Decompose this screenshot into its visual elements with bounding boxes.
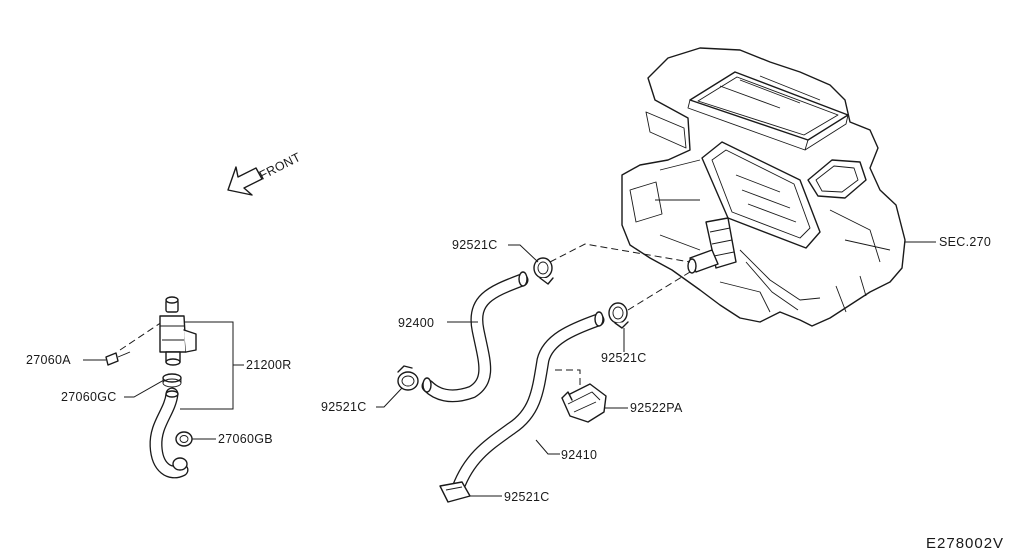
valve-hose <box>149 387 189 479</box>
front-arrow-icon <box>227 166 263 196</box>
clamp-top <box>533 257 554 285</box>
label-clamp-27060gc: 27060GC <box>61 390 117 404</box>
clamp-right-mid <box>608 302 629 329</box>
route-line-valve <box>119 321 163 351</box>
label-sec-270: SEC.270 <box>939 235 991 249</box>
label-hose-92410: 92410 <box>561 448 597 462</box>
label-clamp-right-mid: 92521C <box>601 351 647 365</box>
label-valve-21200r: 21200R <box>246 358 292 372</box>
clamp-27060gc <box>162 373 182 388</box>
route-line-upper <box>549 243 691 263</box>
clamp-left <box>397 365 419 391</box>
label-bolt-27060a: 27060A <box>26 353 71 367</box>
clamp-27060gb <box>172 431 193 471</box>
label-clamp-bottom: 92521C <box>504 490 550 504</box>
label-clamp-27060gb: 27060GB <box>218 432 273 446</box>
drawing-code: E278002V <box>926 535 1004 552</box>
label-connector-92522pa: 92522PA <box>630 401 683 415</box>
route-line-lower <box>627 271 691 311</box>
label-hose-92400: 92400 <box>398 316 434 330</box>
connector-92522pa <box>561 383 607 423</box>
valve-assembly <box>159 296 197 366</box>
route-line-connector <box>555 369 581 385</box>
front-label: FRONT <box>257 150 303 183</box>
hose-92400 <box>421 271 529 403</box>
leader-lines <box>83 241 936 497</box>
hose-92410 <box>451 311 605 495</box>
heater-unit <box>621 47 906 327</box>
bolt-27060a <box>105 351 131 366</box>
label-clamp-top: 92521C <box>452 238 498 252</box>
label-clamp-left: 92521C <box>321 400 367 414</box>
